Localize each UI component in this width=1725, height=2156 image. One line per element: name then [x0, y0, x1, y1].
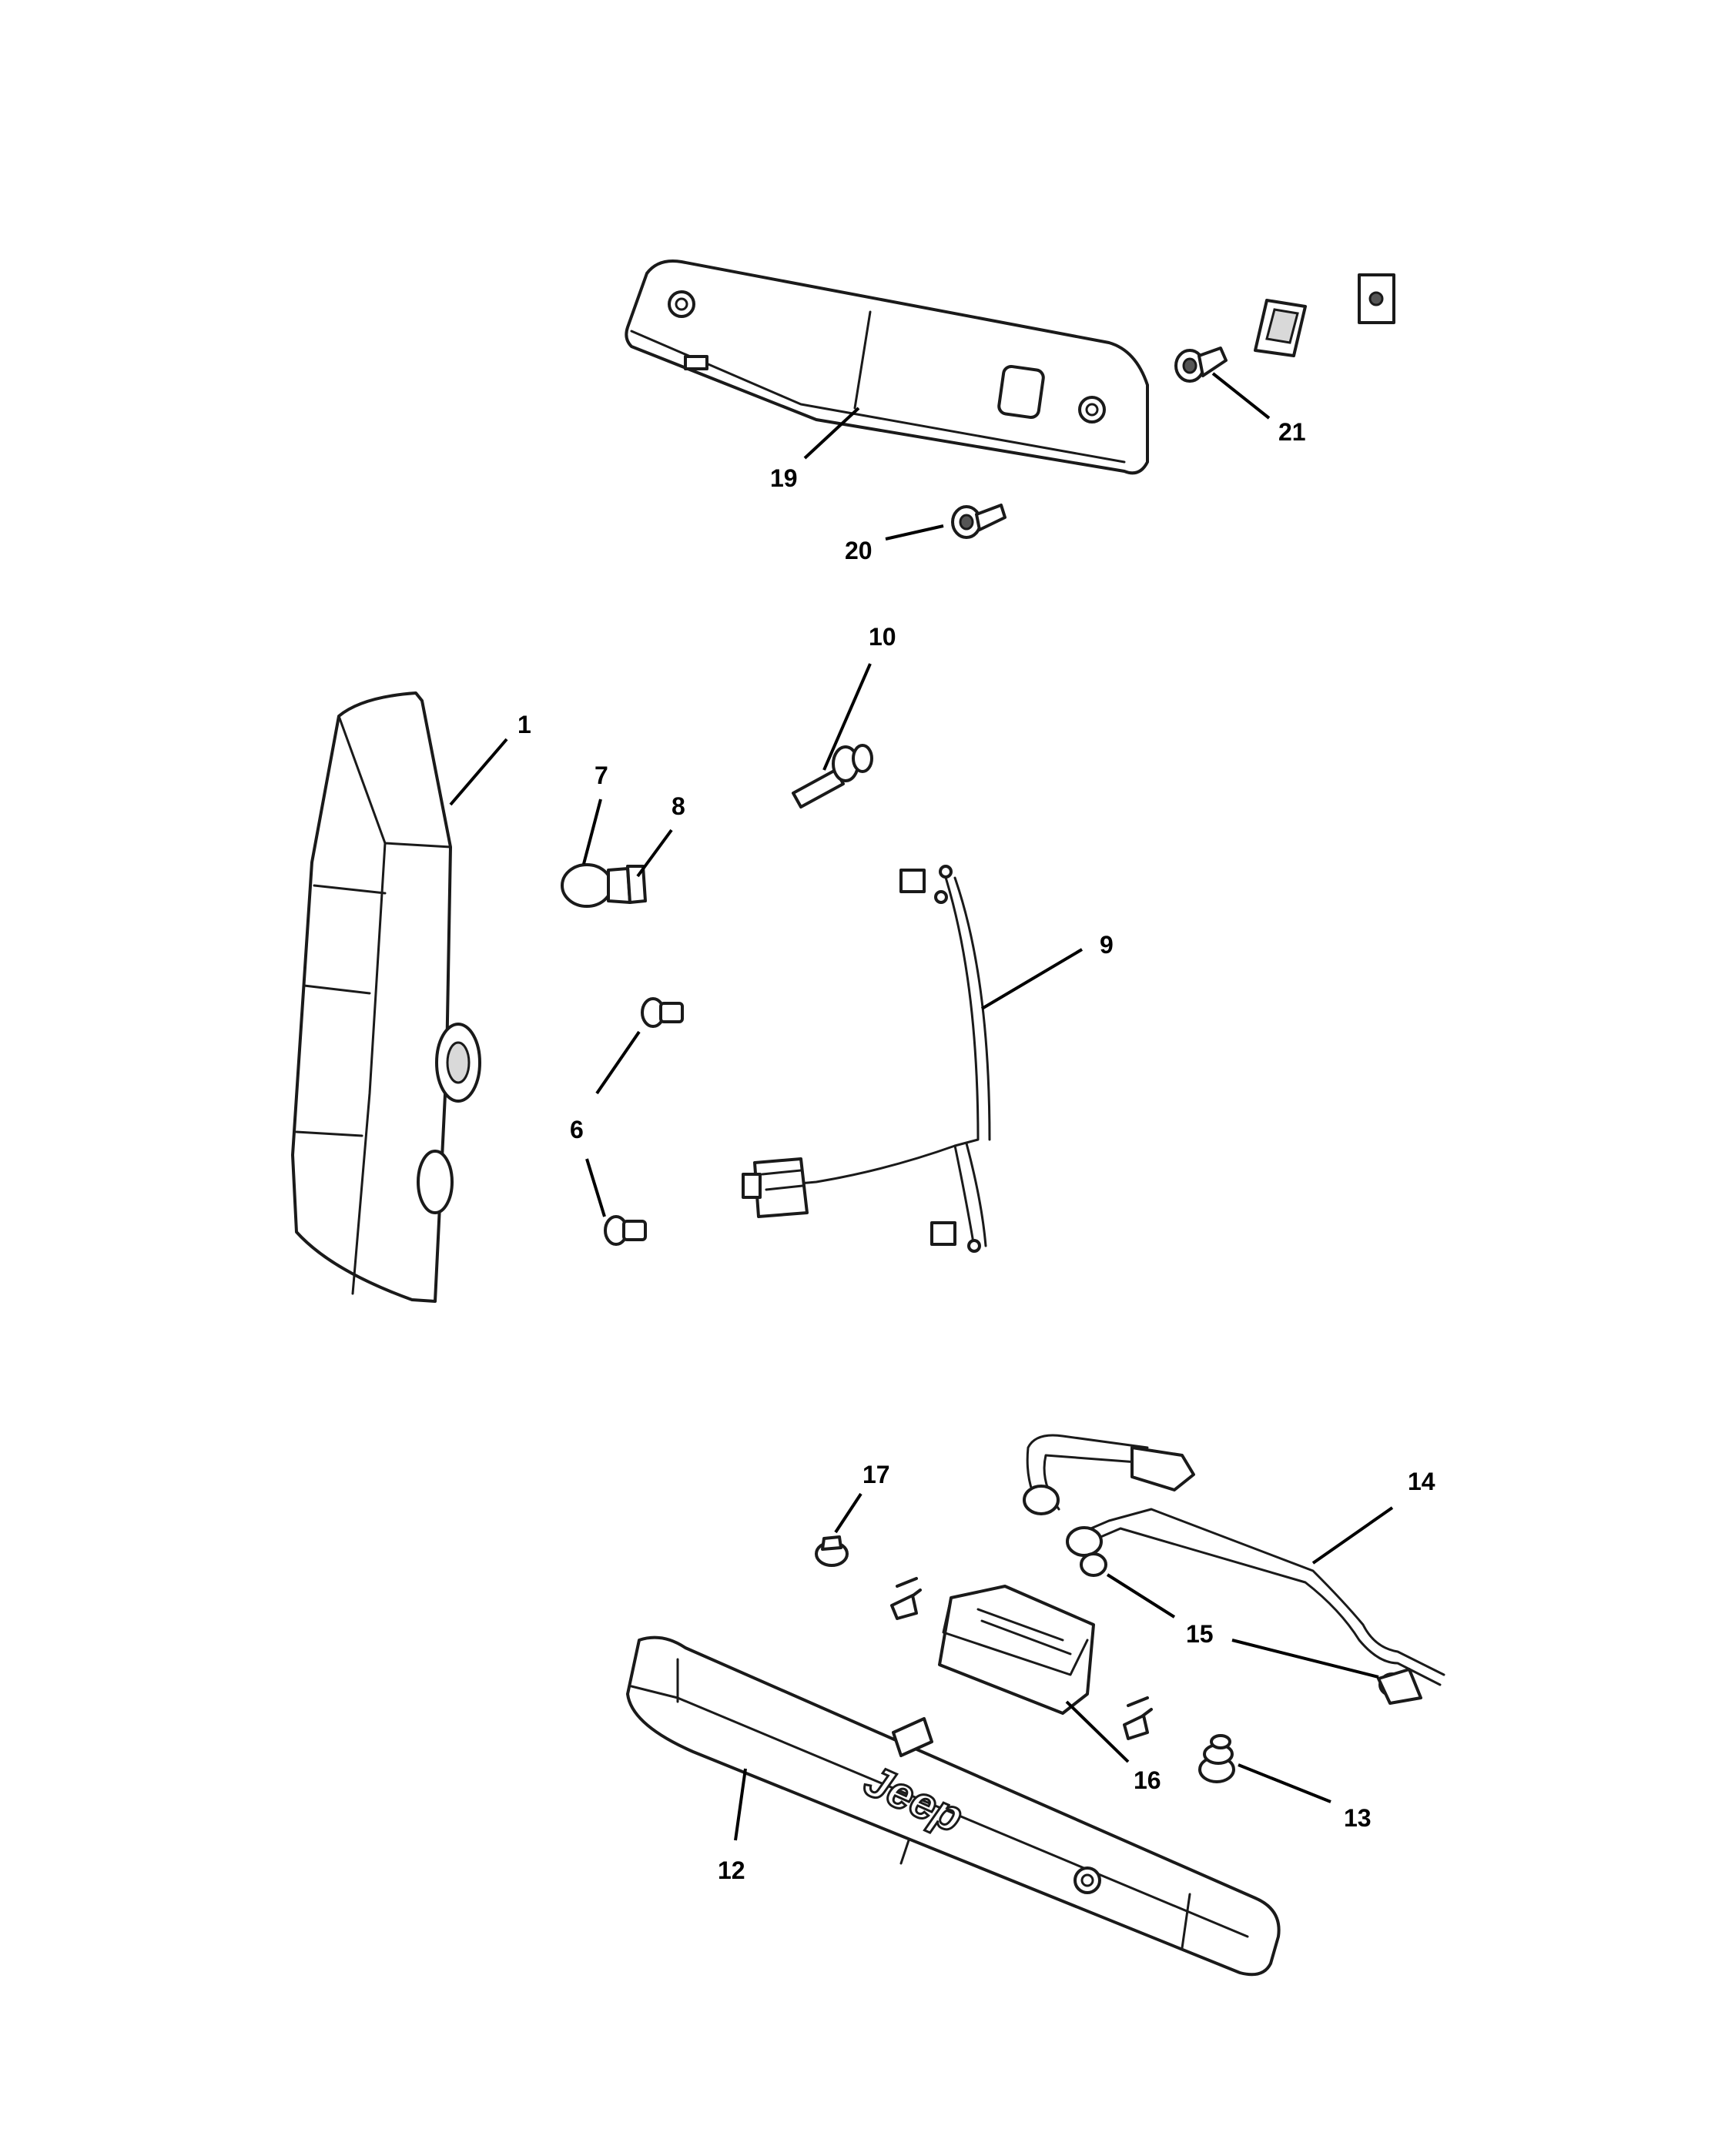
part-12-lower-trim-bar: Jeep [626, 1635, 1281, 1977]
leader-14 [1311, 1506, 1394, 1565]
leader-17 [834, 1492, 862, 1534]
callout-20: 20 [845, 537, 873, 564]
leader-15b [1231, 1639, 1379, 1679]
leader-9 [980, 948, 1084, 1010]
part-6-socket-lower [604, 1215, 647, 1246]
callout-15: 15 [1186, 1620, 1214, 1648]
part-13-grommet [1198, 1734, 1235, 1783]
part-9-wire-harness [742, 865, 991, 1253]
leader-20 [885, 524, 944, 541]
leader-7 [582, 798, 602, 865]
part-8-socket [626, 865, 647, 904]
callout-7: 7 [595, 762, 608, 789]
callout-17: 17 [862, 1461, 890, 1488]
part-16-license-lamp [890, 1577, 1153, 1740]
callout-6: 6 [570, 1116, 584, 1143]
leader-6b [585, 1158, 606, 1217]
part-14-lamp-harness [1023, 1434, 1445, 1705]
part-17-clip [815, 1535, 849, 1567]
leader-10 [822, 663, 872, 771]
leader-19 [803, 407, 860, 460]
leader-13 [1238, 1763, 1331, 1803]
callout-21: 21 [1278, 418, 1306, 446]
leader-16 [1065, 1700, 1130, 1763]
callout-8: 8 [672, 792, 685, 820]
callout-16: 16 [1134, 1766, 1161, 1794]
part-10-push-pin [792, 744, 873, 808]
leader-8 [636, 829, 673, 878]
callout-9: 9 [1100, 931, 1114, 959]
leader-15a [1106, 1573, 1176, 1619]
leader-1 [449, 738, 508, 806]
part-7-bulb [561, 863, 631, 908]
callout-19: 19 [770, 464, 798, 492]
part-20-screw [951, 504, 1007, 539]
part-21-fastener-set [1174, 273, 1395, 383]
callouts: 19 20 21 10 1 7 8 9 6 17 14 15 16 13 12 [518, 418, 1435, 1884]
callout-14: 14 [1408, 1468, 1435, 1495]
callout-13: 13 [1344, 1804, 1372, 1832]
part-6-socket-upper [641, 997, 684, 1028]
leader-12 [734, 1768, 747, 1841]
part-19-upper-lamp-bar [625, 259, 1149, 475]
leader-21 [1211, 372, 1271, 420]
part-1-tail-lamp [291, 691, 481, 1303]
callout-12: 12 [718, 1856, 745, 1884]
leader-lines [449, 372, 1394, 1841]
callout-1: 1 [518, 711, 531, 738]
callout-10: 10 [869, 623, 896, 651]
leader-6a [595, 1030, 641, 1095]
